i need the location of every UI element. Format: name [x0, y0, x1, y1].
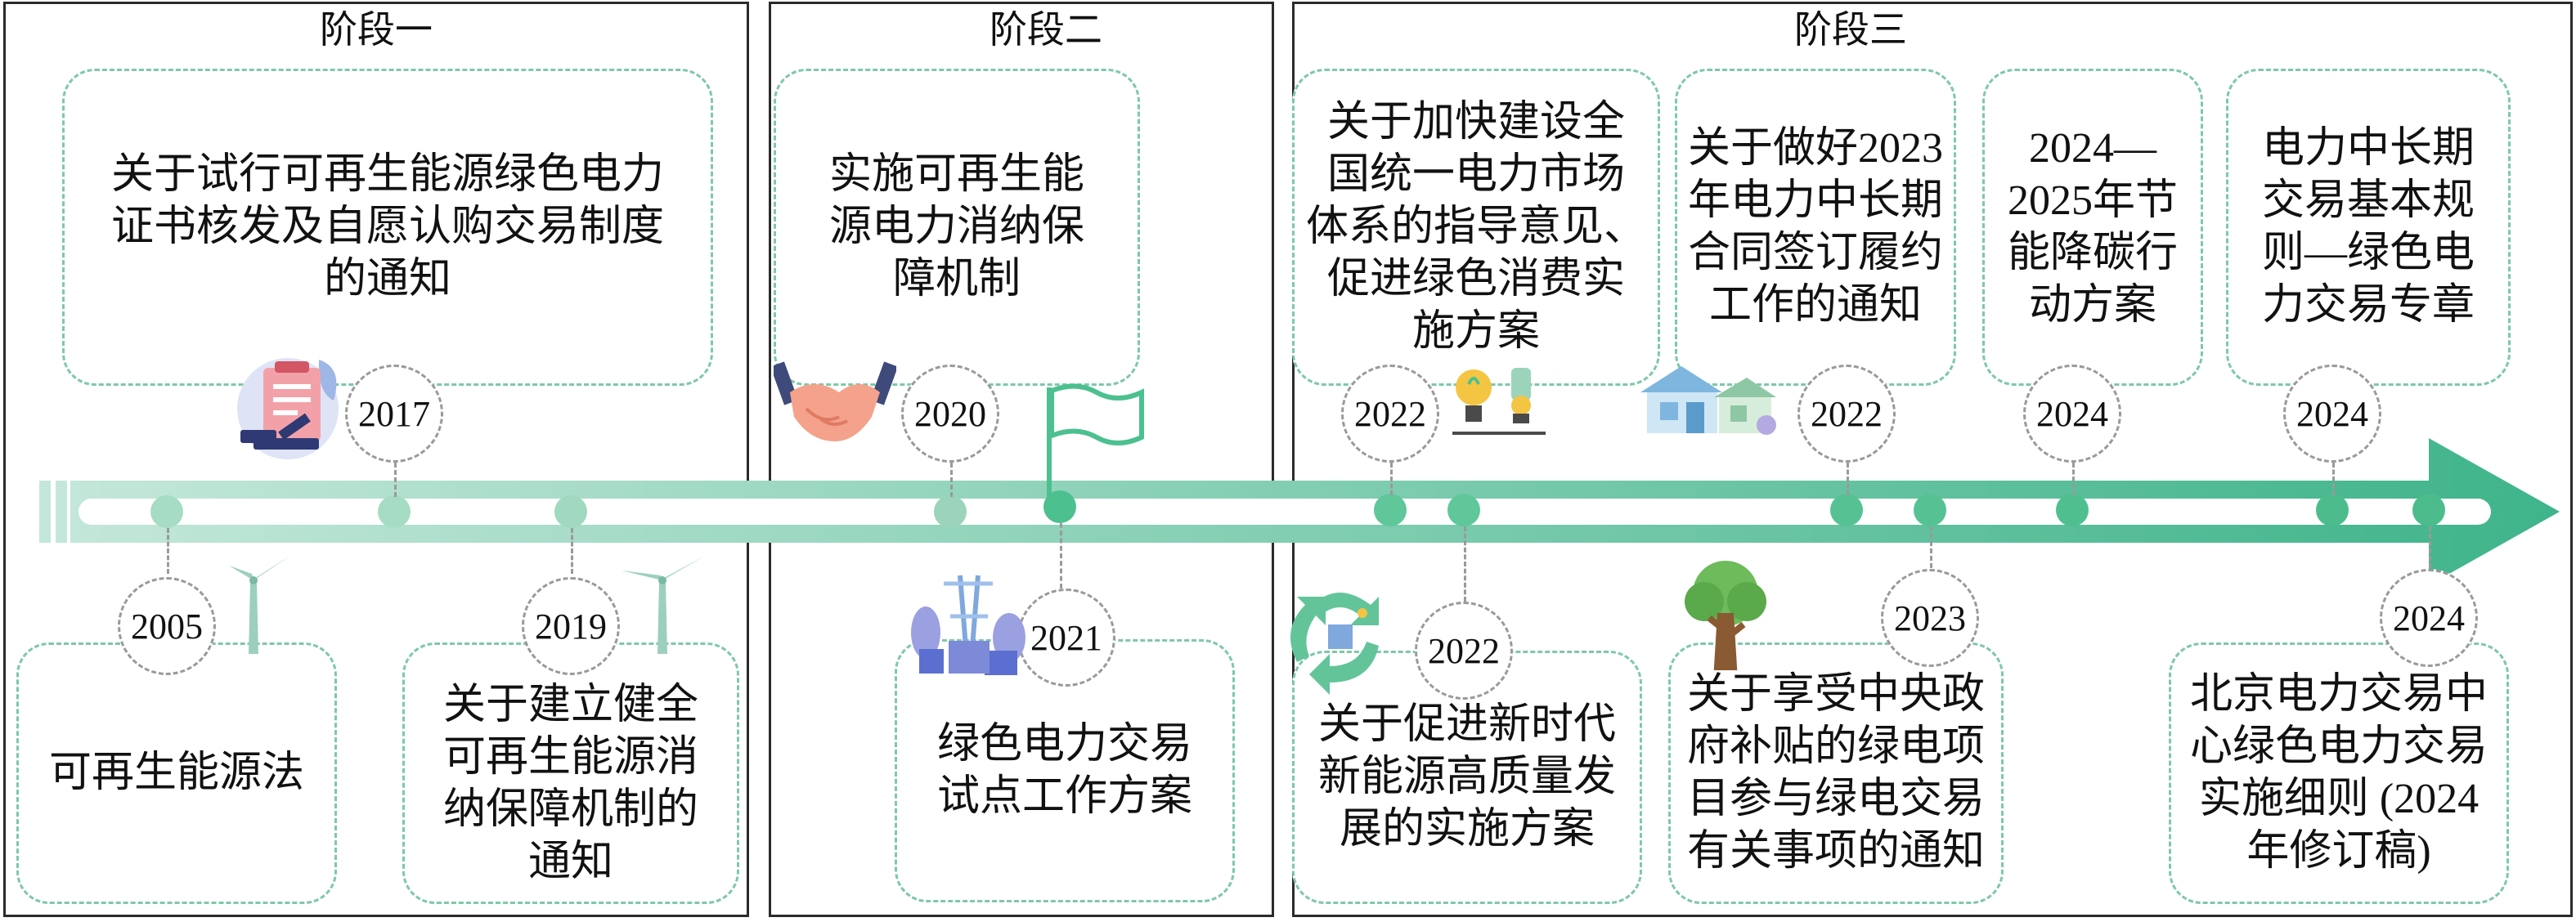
policy-card-2022-market: 关于加快建设全国统一电力市场体系的指导意见、促进绿色消费实施方案	[1292, 69, 1660, 386]
tree-icon	[1685, 561, 1766, 670]
stage-2-frame: 阶段二	[769, 2, 1274, 917]
year-badge: 2022	[1415, 602, 1513, 700]
light-bulb-icon	[1452, 368, 1546, 435]
wind-turbine-icon	[229, 554, 293, 654]
stage-2-title: 阶段二	[990, 9, 1102, 51]
timeline-dot	[554, 495, 587, 528]
timeline-dot	[2056, 494, 2089, 526]
wind-turbine-icon	[622, 556, 705, 654]
stage-1-title: 阶段一	[320, 9, 433, 51]
handshake-icon	[774, 361, 896, 441]
timeline-dot	[934, 495, 967, 528]
timeline-dot	[378, 495, 411, 528]
stage-1-frame: 阶段一	[3, 2, 749, 917]
connector-line	[1930, 526, 1932, 575]
connector-line	[571, 528, 573, 574]
law-document-icon	[237, 358, 339, 459]
year-badge: 2024	[2023, 365, 2121, 463]
connector-line	[1464, 526, 1466, 602]
policy-card-2019: 关于建立健全可再生能源消纳保障机制的通知	[402, 642, 739, 904]
connector-line	[2429, 526, 2431, 575]
connector-line	[167, 528, 169, 574]
policy-card-2024-rules: 电力中长期交易基本规则—绿色电力交易专章	[2226, 69, 2511, 386]
year-badge: 2022	[1341, 365, 1439, 463]
connector-line	[394, 463, 397, 497]
recycle-icon	[1290, 593, 1379, 695]
stage-3-frame: 阶段三	[1292, 2, 2573, 917]
year-badge: 2023	[1881, 569, 1979, 667]
policy-card-2017: 关于试行可再生能源绿色电力证书核发及自愿认购交易制度的通知	[62, 69, 713, 386]
timeline-dot	[2412, 494, 2445, 526]
green-house-icon	[1640, 366, 1776, 435]
timeline-dot	[150, 495, 183, 528]
year-badge: 2021	[1017, 589, 1115, 687]
year-badge: 2024	[2283, 365, 2381, 463]
connector-line	[2332, 463, 2335, 495]
connector-line	[950, 463, 953, 497]
year-badge: 2022	[1797, 365, 1896, 463]
year-badge: 2017	[345, 365, 443, 463]
timeline-dot	[2316, 494, 2349, 526]
solar-city-icon	[911, 575, 1025, 675]
connector-line	[2072, 463, 2075, 495]
timeline-dot	[1914, 494, 1946, 526]
year-badge: 2005	[118, 577, 216, 675]
year-badge: 2020	[901, 365, 999, 463]
year-badge: 2019	[522, 577, 620, 675]
policy-card-2023: 关于享受中央政府补贴的绿电项目参与绿电交易有关事项的通知	[1668, 642, 2004, 904]
policy-card-2024-energy: 2024—2025年节能降碳行动方案	[1982, 69, 2203, 386]
policy-card-2020: 实施可再生能源电力消纳保障机制	[774, 69, 1140, 386]
connector-line	[1390, 463, 1393, 495]
connector-line	[1060, 523, 1062, 589]
timeline-dot	[1374, 494, 1407, 526]
timeline-dot	[1447, 494, 1480, 526]
stage-3-title: 阶段三	[1794, 9, 1907, 51]
year-badge: 2024	[2380, 569, 2478, 667]
flag-icon	[1047, 383, 1144, 502]
policy-card-2005: 可再生能源法	[16, 642, 337, 904]
timeline-dot	[1830, 494, 1863, 526]
connector-line	[1847, 463, 1849, 495]
